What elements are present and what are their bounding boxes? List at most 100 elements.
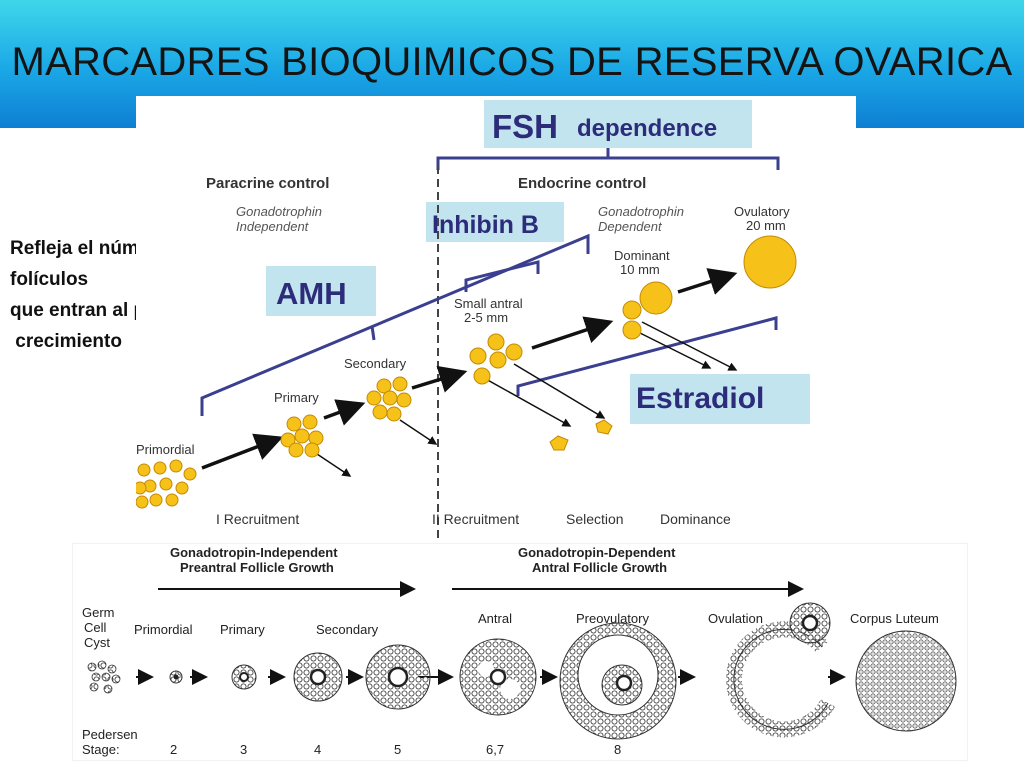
corpus-luteum xyxy=(855,630,957,732)
dep-heading-1: Gonadotropin-Dependent xyxy=(518,545,676,560)
primordial-follicle xyxy=(175,481,189,495)
primordial-follicle xyxy=(136,495,149,509)
germ-cell xyxy=(103,684,113,694)
paracrine-sub2: Independent xyxy=(236,219,310,234)
growth-arrows xyxy=(201,268,738,477)
indep-heading-1: Gonadotropin-Independent xyxy=(170,545,338,560)
primary-label: Primary xyxy=(274,390,319,405)
atresia-arrow-5 xyxy=(637,331,712,369)
amh-bracket-tick xyxy=(370,325,376,341)
pedersen-stage-8: 8 xyxy=(614,742,621,757)
indep-heading-2: Preantral Follicle Growth xyxy=(180,560,334,575)
fsh-label-sub: dependence xyxy=(577,115,717,142)
secondary-follicle xyxy=(372,404,388,420)
ovulatory-label-2: 20 mm xyxy=(746,218,786,233)
germ-cell xyxy=(89,682,99,692)
atresia-arrow-6 xyxy=(641,321,738,371)
germ-cell xyxy=(97,660,107,670)
small-antral-follicle xyxy=(469,347,487,365)
fsh-bracket xyxy=(436,148,780,170)
follicle-cluster xyxy=(136,235,797,509)
secondary-follicle xyxy=(376,378,392,394)
dominant-follicle-small xyxy=(622,300,642,320)
primordial-follicle xyxy=(169,459,183,473)
germ-label-2: Cell xyxy=(84,620,107,635)
inhibin-label-box xyxy=(426,202,564,242)
small-antral-label-2: 2-5 mm xyxy=(464,310,508,325)
inhibin-label: Inhibin B xyxy=(432,211,539,239)
preovulatory-oocyte xyxy=(615,674,633,692)
folliculogenesis-stages-diagram: Gonadotropin-Independent Preantral Folli… xyxy=(72,543,968,761)
secondary-follicle xyxy=(366,390,382,406)
primary-stage-label: Primary xyxy=(220,622,265,637)
antral-oocyte xyxy=(489,668,507,686)
estradiol-bracket xyxy=(516,316,778,396)
released-oocyte xyxy=(801,614,819,632)
secondary-label: Secondary xyxy=(344,356,407,371)
primordial-oocyte xyxy=(173,674,179,680)
estradiol-label: Estradiol xyxy=(636,382,764,415)
figure-background xyxy=(136,96,856,542)
pedersen-stage-4: 4 xyxy=(314,742,321,757)
pedersen-stage-67: 6,7 xyxy=(486,742,504,757)
germ-cell xyxy=(111,674,121,684)
primary-follicle xyxy=(280,432,296,448)
pedersen-label-2: Stage: xyxy=(82,742,120,757)
arrow-primordial-primary xyxy=(201,433,284,470)
endocrine-heading: Endocrine control xyxy=(518,175,646,192)
dominance-label: Dominance xyxy=(660,511,731,527)
germ-cell-cyst xyxy=(87,660,121,694)
small-antral-follicle xyxy=(487,333,505,351)
endocrine-sub2: Dependent xyxy=(598,219,663,234)
primordial-follicle xyxy=(165,493,179,507)
ovulatory-label-1: Ovulatory xyxy=(734,204,790,219)
secondary-follicle xyxy=(382,390,398,406)
germ-cell xyxy=(91,672,101,682)
slide-title: MARCADRES BIOQUIMICOS DE RESERVA OVARICA xyxy=(11,40,1013,84)
amh-label: AMH xyxy=(276,276,347,311)
ovulation-stage-label: Ovulation xyxy=(708,611,763,626)
amh-bracket xyxy=(200,233,590,416)
germ-cell xyxy=(87,662,97,672)
pedersen-stage-5: 5 xyxy=(394,742,401,757)
secondary-oocyte-a xyxy=(309,668,327,686)
atresia-arrow-2 xyxy=(399,419,438,445)
pedersen-label-1: Pedersen xyxy=(82,727,138,742)
arrow-dominant-ovulatory xyxy=(677,268,738,295)
primordial-follicle xyxy=(183,467,197,481)
small-antral-follicle xyxy=(473,367,491,385)
paracrine-sub1: Gonadotrophin xyxy=(236,204,322,219)
corpus-luteum-stage-label: Corpus Luteum xyxy=(850,611,939,626)
antral-cavity xyxy=(500,679,520,699)
arrow-primary-secondary xyxy=(323,399,366,426)
fsh-label-main: FSH xyxy=(492,108,558,145)
dominant-label-2: 10 mm xyxy=(620,262,660,277)
inhibin-bracket xyxy=(464,260,540,292)
small-antral-follicle xyxy=(505,343,523,361)
germ-cell xyxy=(107,664,117,674)
primordial-follicle xyxy=(136,481,147,495)
primary-follicle xyxy=(286,416,302,432)
ovulatory-follicle xyxy=(743,235,797,289)
amh-label-box xyxy=(266,266,376,316)
primary-follicle xyxy=(302,414,318,430)
primordial-follicle xyxy=(137,463,151,477)
primary-follicle xyxy=(304,442,320,458)
atresia-arrow-1 xyxy=(313,451,352,477)
antral-stage-label: Antral xyxy=(478,611,512,626)
secondary-follicle xyxy=(396,392,412,408)
atresia-arrow-3 xyxy=(483,377,572,427)
paracrine-heading: Paracrine control xyxy=(206,175,329,192)
pedersen-stage-3: 3 xyxy=(240,742,247,757)
antral-cavity xyxy=(478,661,494,677)
primary-follicle xyxy=(294,428,310,444)
germ-cell xyxy=(101,672,111,682)
arrow-secondary-antral xyxy=(411,365,468,393)
recruitment-2-label: II Recruitment xyxy=(432,511,519,527)
small-antral-label-1: Small antral xyxy=(454,296,523,311)
small-antral-follicle xyxy=(489,351,507,369)
atresia-arrow-4 xyxy=(513,363,606,419)
germ-label-1: Germ xyxy=(82,605,115,620)
primary-follicle xyxy=(288,442,304,458)
selection-label: Selection xyxy=(566,511,624,527)
